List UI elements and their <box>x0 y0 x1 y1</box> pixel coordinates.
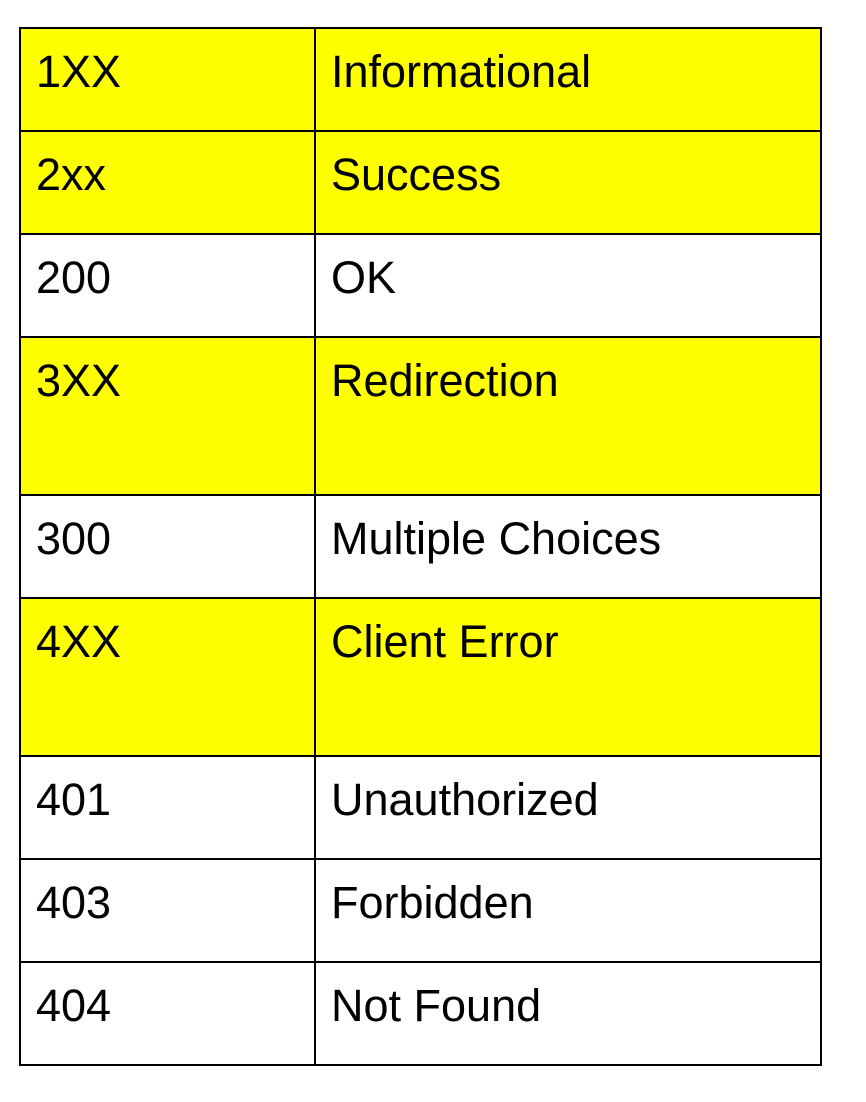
status-description: Client Error <box>331 616 559 667</box>
status-code-cell: 401 <box>19 755 316 860</box>
status-code-cell: 300 <box>19 494 316 599</box>
status-code-cell: 404 <box>19 961 316 1066</box>
http-status-table: 1XX Informational 2xx Success 200 OK 3XX Redire… <box>19 27 822 1066</box>
status-code: 1XX <box>36 46 122 97</box>
http-status-table-body: 1XX Informational 2xx Success 200 OK 3XX Redire… <box>19 27 822 1066</box>
status-description: Unauthorized <box>331 774 599 825</box>
status-code: 4XX <box>36 616 122 667</box>
status-row-404: 404 Not Found <box>19 961 822 1066</box>
status-description: Forbidden <box>331 877 534 928</box>
status-description-cell: Multiple Choices <box>314 494 822 599</box>
status-row-3xx: 3XX Redirection <box>19 336 822 496</box>
status-description: Success <box>331 149 502 200</box>
status-description: Multiple Choices <box>331 513 662 564</box>
status-code: 300 <box>36 513 112 564</box>
status-code: 403 <box>36 877 112 928</box>
status-code: 2xx <box>36 149 107 200</box>
status-code: 401 <box>36 774 112 825</box>
status-description-cell: Redirection <box>314 336 822 496</box>
status-description-cell: Unauthorized <box>314 755 822 860</box>
status-row-200: 200 OK <box>19 233 822 338</box>
status-description-cell: Not Found <box>314 961 822 1066</box>
status-description-cell: Informational <box>314 27 822 132</box>
status-code: 200 <box>36 252 112 303</box>
status-description-cell: Forbidden <box>314 858 822 963</box>
status-description-cell: Client Error <box>314 597 822 757</box>
status-row-300: 300 Multiple Choices <box>19 494 822 599</box>
status-description: Informational <box>331 46 592 97</box>
status-row-401: 401 Unauthorized <box>19 755 822 860</box>
status-code-cell: 403 <box>19 858 316 963</box>
status-description-cell: OK <box>314 233 822 338</box>
status-description: OK <box>331 252 397 303</box>
status-description: Redirection <box>331 355 559 406</box>
status-code-cell: 200 <box>19 233 316 338</box>
status-row-1xx: 1XX Informational <box>19 27 822 132</box>
status-code: 404 <box>36 980 112 1031</box>
status-row-4xx: 4XX Client Error <box>19 597 822 757</box>
status-code-cell: 2xx <box>19 130 316 235</box>
status-code-cell: 1XX <box>19 27 316 132</box>
status-code: 3XX <box>36 355 122 406</box>
status-row-403: 403 Forbidden <box>19 858 822 963</box>
status-description-cell: Success <box>314 130 822 235</box>
status-code-cell: 3XX <box>19 336 316 496</box>
status-row-2xx: 2xx Success <box>19 130 822 235</box>
status-code-cell: 4XX <box>19 597 316 757</box>
status-description: Not Found <box>331 980 542 1031</box>
